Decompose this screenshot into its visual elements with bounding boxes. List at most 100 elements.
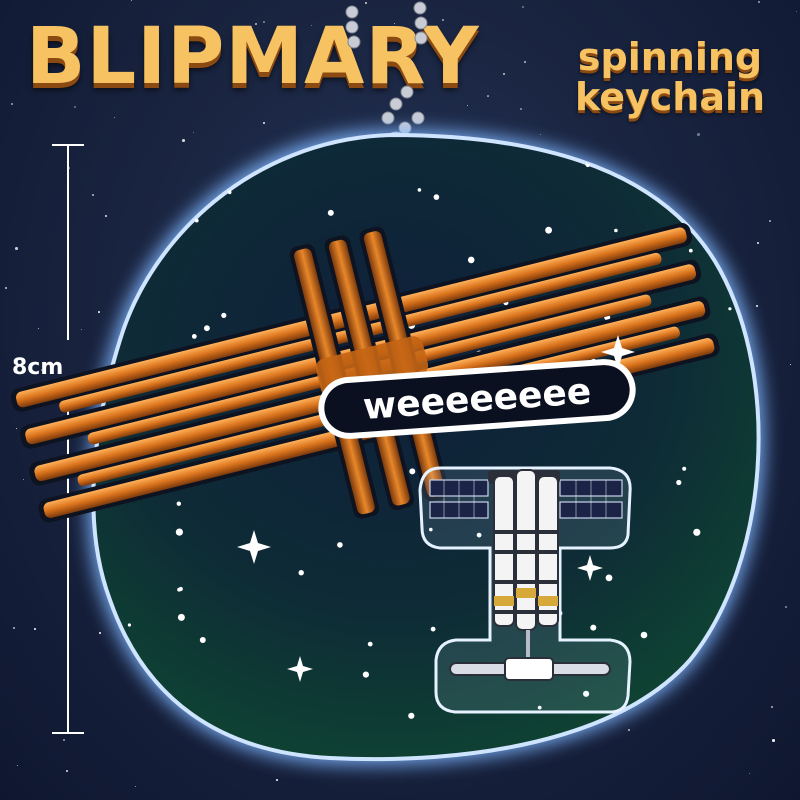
background-star <box>92 194 94 196</box>
background-star <box>63 739 65 741</box>
background-star <box>105 215 108 218</box>
space-station-icon <box>418 466 632 714</box>
charm-star <box>227 190 232 195</box>
charm-star <box>176 501 181 506</box>
background-star <box>81 329 83 331</box>
charm-star <box>118 282 126 290</box>
background-star <box>467 105 469 107</box>
charm-star <box>178 586 183 592</box>
background-star <box>524 61 527 64</box>
background-star <box>114 117 116 119</box>
charm-star <box>693 528 701 536</box>
subtitle-line-1: spinning <box>577 35 763 79</box>
charm-star <box>719 196 727 204</box>
background-star <box>193 132 195 134</box>
charm-star <box>694 166 701 174</box>
charm-star <box>327 209 334 216</box>
product-subtitle: spinning keychain <box>560 35 780 119</box>
background-star <box>135 786 137 788</box>
charm-star <box>605 574 613 582</box>
background-star <box>394 23 396 25</box>
background-star <box>255 23 258 26</box>
background-star <box>540 134 542 136</box>
background-star <box>38 328 40 330</box>
caption-bubble: weeeeeeee <box>318 359 636 439</box>
charm-star <box>638 719 644 725</box>
background-star <box>522 6 525 9</box>
charm-star <box>430 626 436 632</box>
background-star <box>487 95 489 97</box>
background-star <box>13 627 15 629</box>
charm-star <box>177 613 185 621</box>
background-star <box>98 311 100 313</box>
charm-star <box>687 206 692 210</box>
charm-star <box>676 479 682 486</box>
background-star <box>182 139 185 142</box>
background-star <box>769 220 771 222</box>
charm-star <box>362 671 369 678</box>
background-star <box>749 773 751 775</box>
charm-star <box>537 705 542 710</box>
background-star <box>263 122 265 124</box>
charm-star <box>175 528 183 536</box>
background-star <box>365 2 367 4</box>
charm-star <box>688 248 693 253</box>
background-star <box>581 82 583 84</box>
charm-star <box>467 256 475 264</box>
charm-star <box>191 334 197 339</box>
background-star <box>394 41 396 43</box>
background-star <box>74 106 77 109</box>
background-star <box>442 19 444 21</box>
charm-star <box>298 570 304 576</box>
background-star <box>790 364 792 366</box>
background-star <box>520 108 523 111</box>
background-star <box>758 1 761 4</box>
charm-star <box>682 466 687 471</box>
background-star <box>66 770 69 773</box>
background-star <box>771 706 773 708</box>
background-star <box>5 287 8 290</box>
charm-star <box>408 712 415 719</box>
charm-star <box>367 641 373 647</box>
size-label: 8cm <box>12 355 64 380</box>
background-star <box>11 103 14 106</box>
background-star <box>259 45 261 47</box>
background-star <box>131 0 133 2</box>
background-star <box>703 66 705 68</box>
background-star <box>757 242 760 245</box>
charm-star <box>337 542 343 548</box>
subtitle-line-2: keychain <box>574 74 766 119</box>
charm-star <box>204 325 210 332</box>
background-star <box>23 479 25 481</box>
charm-star <box>614 228 618 233</box>
background-star <box>15 247 18 250</box>
charm-star <box>728 307 732 311</box>
background-star <box>99 632 101 634</box>
background-star <box>697 133 700 136</box>
background-star <box>276 779 278 781</box>
charm-star <box>127 623 131 627</box>
background-star <box>785 606 788 609</box>
charm-star <box>221 312 227 318</box>
background-star <box>796 11 798 13</box>
background-star <box>756 305 759 308</box>
brand-title: BLIPMARY <box>26 12 480 102</box>
background-star <box>772 739 775 742</box>
background-star <box>311 25 313 27</box>
background-star <box>41 369 43 371</box>
size-ruler <box>52 144 84 734</box>
charm-star <box>194 218 199 223</box>
charm-star <box>118 269 125 276</box>
charm-star <box>583 690 590 697</box>
background-star <box>16 428 18 430</box>
charm-star <box>409 468 416 475</box>
charm-star <box>722 254 727 259</box>
charm-star <box>429 527 433 532</box>
charm-star <box>433 194 440 200</box>
charm-star <box>640 631 648 639</box>
background-star <box>34 628 36 630</box>
background-star <box>503 73 505 75</box>
background-star <box>263 21 265 23</box>
